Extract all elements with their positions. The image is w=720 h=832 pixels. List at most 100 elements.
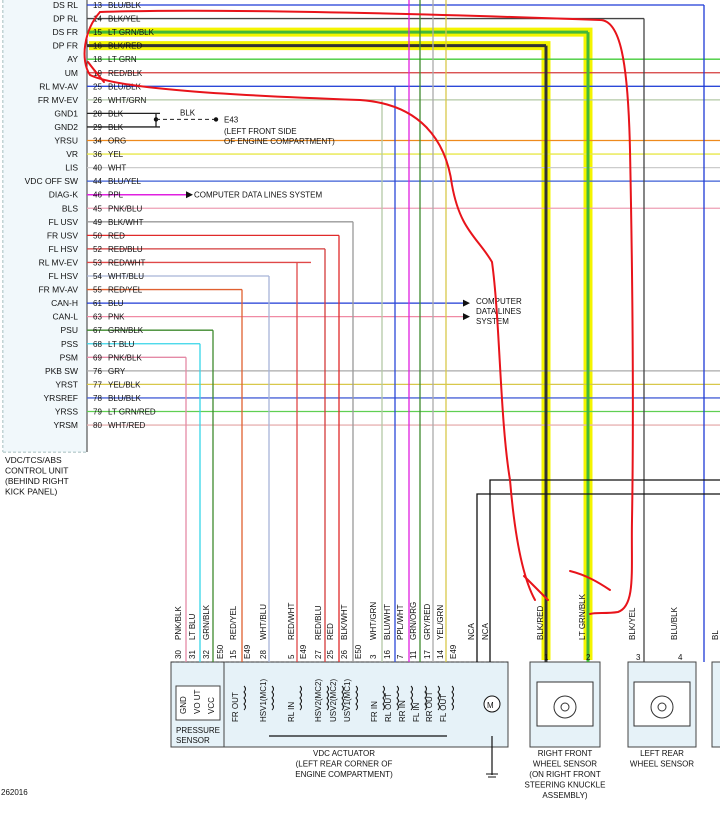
- wire-color-label: PNK/BLU: [108, 204, 142, 213]
- wire-number: 78: [93, 394, 102, 403]
- can-label: SYSTEM: [476, 317, 509, 326]
- wire-color-label: PNK: [108, 313, 125, 322]
- connector-wire-label: PPL/WHT: [396, 604, 405, 640]
- coil-symbol: [424, 685, 427, 711]
- connector-pin-label: E50: [216, 644, 225, 659]
- wire-number: 29: [93, 123, 102, 132]
- wire-color-label: BLU/BLK: [108, 394, 142, 403]
- ecu-pin-label: FR MV-EV: [38, 95, 78, 105]
- connector-pin-label: 25: [326, 650, 335, 659]
- connector-wire-label: NCA: [467, 622, 476, 640]
- wheel-sensor-box-partial: [711, 661, 720, 748]
- wire-color-label: LT GRN/RED: [108, 408, 156, 417]
- sensor-title: WHEEL SENSOR: [533, 760, 597, 769]
- connector-wire-label: RED/YEL: [229, 605, 238, 640]
- wire-color-label: BLU/BLK: [108, 1, 142, 10]
- connector-wire-label: NCA: [481, 622, 490, 640]
- arrow-head: [463, 299, 470, 307]
- ecu-pin-label: YRST: [55, 379, 78, 389]
- coil-symbol: [326, 685, 329, 711]
- sensor-title: (ON RIGHT FRONT: [529, 770, 601, 779]
- wire-color-label: BLK/RED: [108, 42, 142, 51]
- connector-wire-label: GRN/ORG: [409, 602, 418, 640]
- connector-pin-label: 26: [340, 650, 349, 659]
- wire-number: 63: [93, 313, 102, 322]
- connector-pin-label: 27: [314, 650, 323, 659]
- actuator-pin-label: FR IN: [370, 701, 379, 722]
- ecu-pin-label: DS FR: [53, 27, 79, 37]
- red-marker: [523, 575, 549, 601]
- sensor-title: RIGHT FRONT: [538, 749, 593, 758]
- ecu-pin-label: CAN-H: [51, 298, 78, 308]
- wheel-sensor-body: [536, 681, 594, 727]
- wire-number: 68: [93, 340, 102, 349]
- red-marker: [569, 570, 611, 591]
- ecu-pin-label: UM: [65, 68, 78, 78]
- wire-color-label: BLU: [108, 299, 124, 308]
- wire-color-label: WHT/RED: [108, 421, 146, 430]
- wire-number: 50: [93, 231, 102, 240]
- actuator-pin-label: FL OUT: [439, 694, 448, 722]
- pressure-pin-label: VO UT: [193, 689, 202, 714]
- pressure-pin-label: VCC: [207, 697, 216, 714]
- ecu-pin-label: YRSU: [54, 136, 78, 146]
- ecu-pin-label: GND2: [54, 122, 78, 132]
- coil-symbol: [299, 685, 302, 711]
- ecu-pin-label: LIS: [65, 163, 78, 173]
- sensor-wire-label: LT GRN/BLK: [578, 593, 587, 640]
- can-label: DATA LINES: [476, 307, 521, 316]
- ecu-pin-label: PSM: [60, 352, 78, 362]
- wire-number: 36: [93, 150, 102, 159]
- connector-wire-label: WHT/GRN: [369, 602, 378, 640]
- coil-symbol: [271, 685, 274, 711]
- ecu-pin-label: DS RL: [53, 0, 78, 10]
- actuator-title: ENGINE COMPARTMENT): [295, 770, 393, 779]
- wire-number: 69: [93, 353, 102, 362]
- ecu-caption: KICK PANEL): [5, 487, 57, 497]
- connector-wire-label: BLK/WHT: [340, 604, 349, 640]
- ecu-pin-label: PSS: [61, 339, 78, 349]
- wire-color-label: RED/BLU: [108, 245, 143, 254]
- wire-color-label: PPL: [108, 191, 124, 200]
- coil-symbol: [341, 685, 344, 711]
- wire-number: 46: [93, 191, 102, 200]
- wire-number: 44: [93, 177, 102, 186]
- wheel-sensor-body: [633, 681, 691, 727]
- connector-pin-label: 31: [188, 650, 197, 659]
- wire-color-label: LT GRN: [108, 55, 137, 64]
- connector-pin-label: 28: [259, 650, 268, 659]
- wire-number: 15: [93, 28, 102, 37]
- coil-symbol: [396, 685, 399, 711]
- sensor-wheel-icon: [553, 695, 577, 719]
- connector-pin-label: 17: [423, 650, 432, 659]
- pressure-pin-label: GND: [179, 696, 188, 714]
- ground-note: OF ENGINE COMPARTMENT): [224, 137, 335, 146]
- wire-number: 79: [93, 408, 102, 417]
- pressure-title: SENSOR: [176, 736, 210, 745]
- connector-pin-label: 15: [229, 650, 238, 659]
- connector-wire-label: GRY/RED: [423, 603, 432, 640]
- wire-number: 18: [93, 55, 102, 64]
- wire-number: 52: [93, 245, 102, 254]
- arrow-head: [463, 313, 470, 321]
- red-marker: [99, 9, 634, 615]
- nca-wire: [476, 493, 720, 662]
- wire-color-label: RED/YEL: [108, 286, 143, 295]
- ecu-pin-label: GND1: [54, 108, 78, 118]
- wire-number: 25: [93, 82, 102, 91]
- wire-color-label: RED/BLK: [108, 69, 143, 78]
- wire-color-label: YEL: [108, 150, 124, 159]
- ecu-pin-label: YRSS: [55, 407, 78, 417]
- ground-wire-label: BLK: [180, 108, 196, 117]
- connector-wire-label: PNK/BLK: [174, 606, 183, 640]
- wire-color-label: ORG: [108, 137, 126, 146]
- connector-pin-label: 30: [174, 650, 183, 659]
- connector-wire-label: WHT/BLU: [259, 604, 268, 640]
- connector-pin-label: E49: [449, 644, 458, 659]
- wire-color-label: GRY: [108, 367, 126, 376]
- connector-pin-label: E50: [354, 644, 363, 659]
- connector-wire-label: GRN/BLK: [202, 604, 211, 640]
- connector-pin-label: 5: [287, 654, 296, 659]
- ecu-pin-label: VR: [66, 149, 78, 159]
